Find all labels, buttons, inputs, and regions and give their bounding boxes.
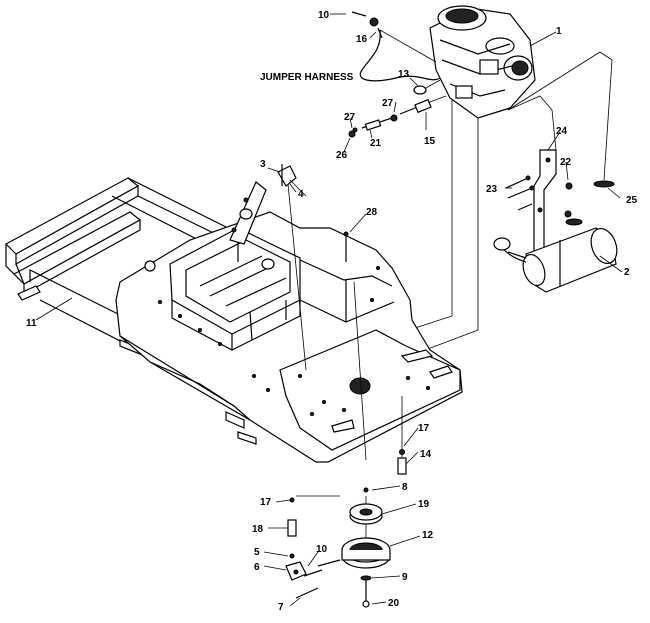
- label-part-16: 16: [356, 34, 368, 45]
- assembly-leaders: [287, 183, 403, 560]
- label-part-24: 24: [556, 126, 568, 137]
- label-part-26: 26: [336, 150, 348, 161]
- mower-frame: [5, 177, 463, 463]
- label-part-17-left: 17: [260, 497, 272, 508]
- label-jumper-harness: JUMPER HARNESS: [260, 72, 354, 83]
- label-part-27-right: 27: [382, 98, 394, 109]
- muffler: [493, 227, 618, 293]
- part-3-4-clamp: [277, 164, 307, 197]
- label-part-18: 18: [252, 524, 264, 535]
- jumper-harness: [351, 11, 441, 82]
- label-part-27-left: 27: [344, 112, 356, 123]
- label-part-6: 6: [254, 562, 260, 573]
- clutch-assembly: [303, 449, 407, 608]
- label-part-2: 2: [624, 267, 630, 278]
- label-part-9: 9: [402, 572, 408, 583]
- label-part-10-bottom: 10: [316, 544, 328, 555]
- label-part-20: 20: [388, 598, 400, 609]
- label-part-4: 4: [298, 189, 304, 200]
- engine: [429, 5, 536, 119]
- label-part-13: 13: [398, 69, 410, 80]
- label-part-14: 14: [420, 449, 432, 460]
- label-part-28: 28: [366, 207, 378, 218]
- label-part-23: 23: [486, 184, 498, 195]
- part-13-connector: [413, 79, 441, 95]
- label-part-19: 19: [418, 499, 430, 510]
- callouts: [35, 13, 623, 607]
- label-part-5: 5: [254, 547, 260, 558]
- label-part-1: 1: [556, 26, 562, 37]
- linkage-parts-21-27-15: [348, 95, 447, 138]
- torque-bracket-parts: [285, 497, 319, 599]
- label-part-7: 7: [278, 602, 284, 613]
- label-part-15: 15: [424, 136, 436, 147]
- label-part-3: 3: [260, 159, 266, 170]
- label-part-10-top: 10: [318, 10, 330, 21]
- label-part-25: 25: [626, 195, 638, 206]
- label-part-8: 8: [402, 482, 408, 493]
- label-part-12: 12: [422, 530, 434, 541]
- label-part-11: 11: [26, 318, 37, 329]
- label-part-17-right: 17: [418, 423, 430, 434]
- routing-lines: [377, 51, 613, 353]
- label-part-22: 22: [560, 157, 572, 168]
- label-part-21: 21: [370, 138, 382, 149]
